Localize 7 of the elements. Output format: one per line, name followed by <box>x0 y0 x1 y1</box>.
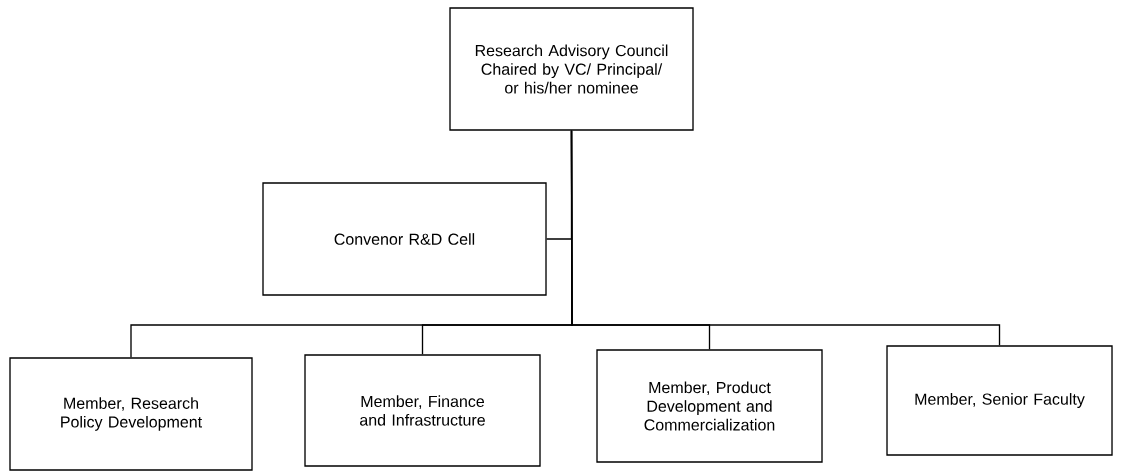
org-box: Research Advisory Council Chaired by VC/ Principal/ or his/her nominee <box>449 7 694 131</box>
connector-line <box>570 130 1001 346</box>
org-box: Member, Product Development and Commercialization <box>596 349 823 463</box>
org-box: Convenor R&D Cell <box>262 182 547 296</box>
org-box: Member, Research Policy Development <box>9 357 253 471</box>
org-box: Member, Senior Faculty <box>886 345 1113 456</box>
org-box: Member, Finance and Infrastructure <box>304 354 541 467</box>
